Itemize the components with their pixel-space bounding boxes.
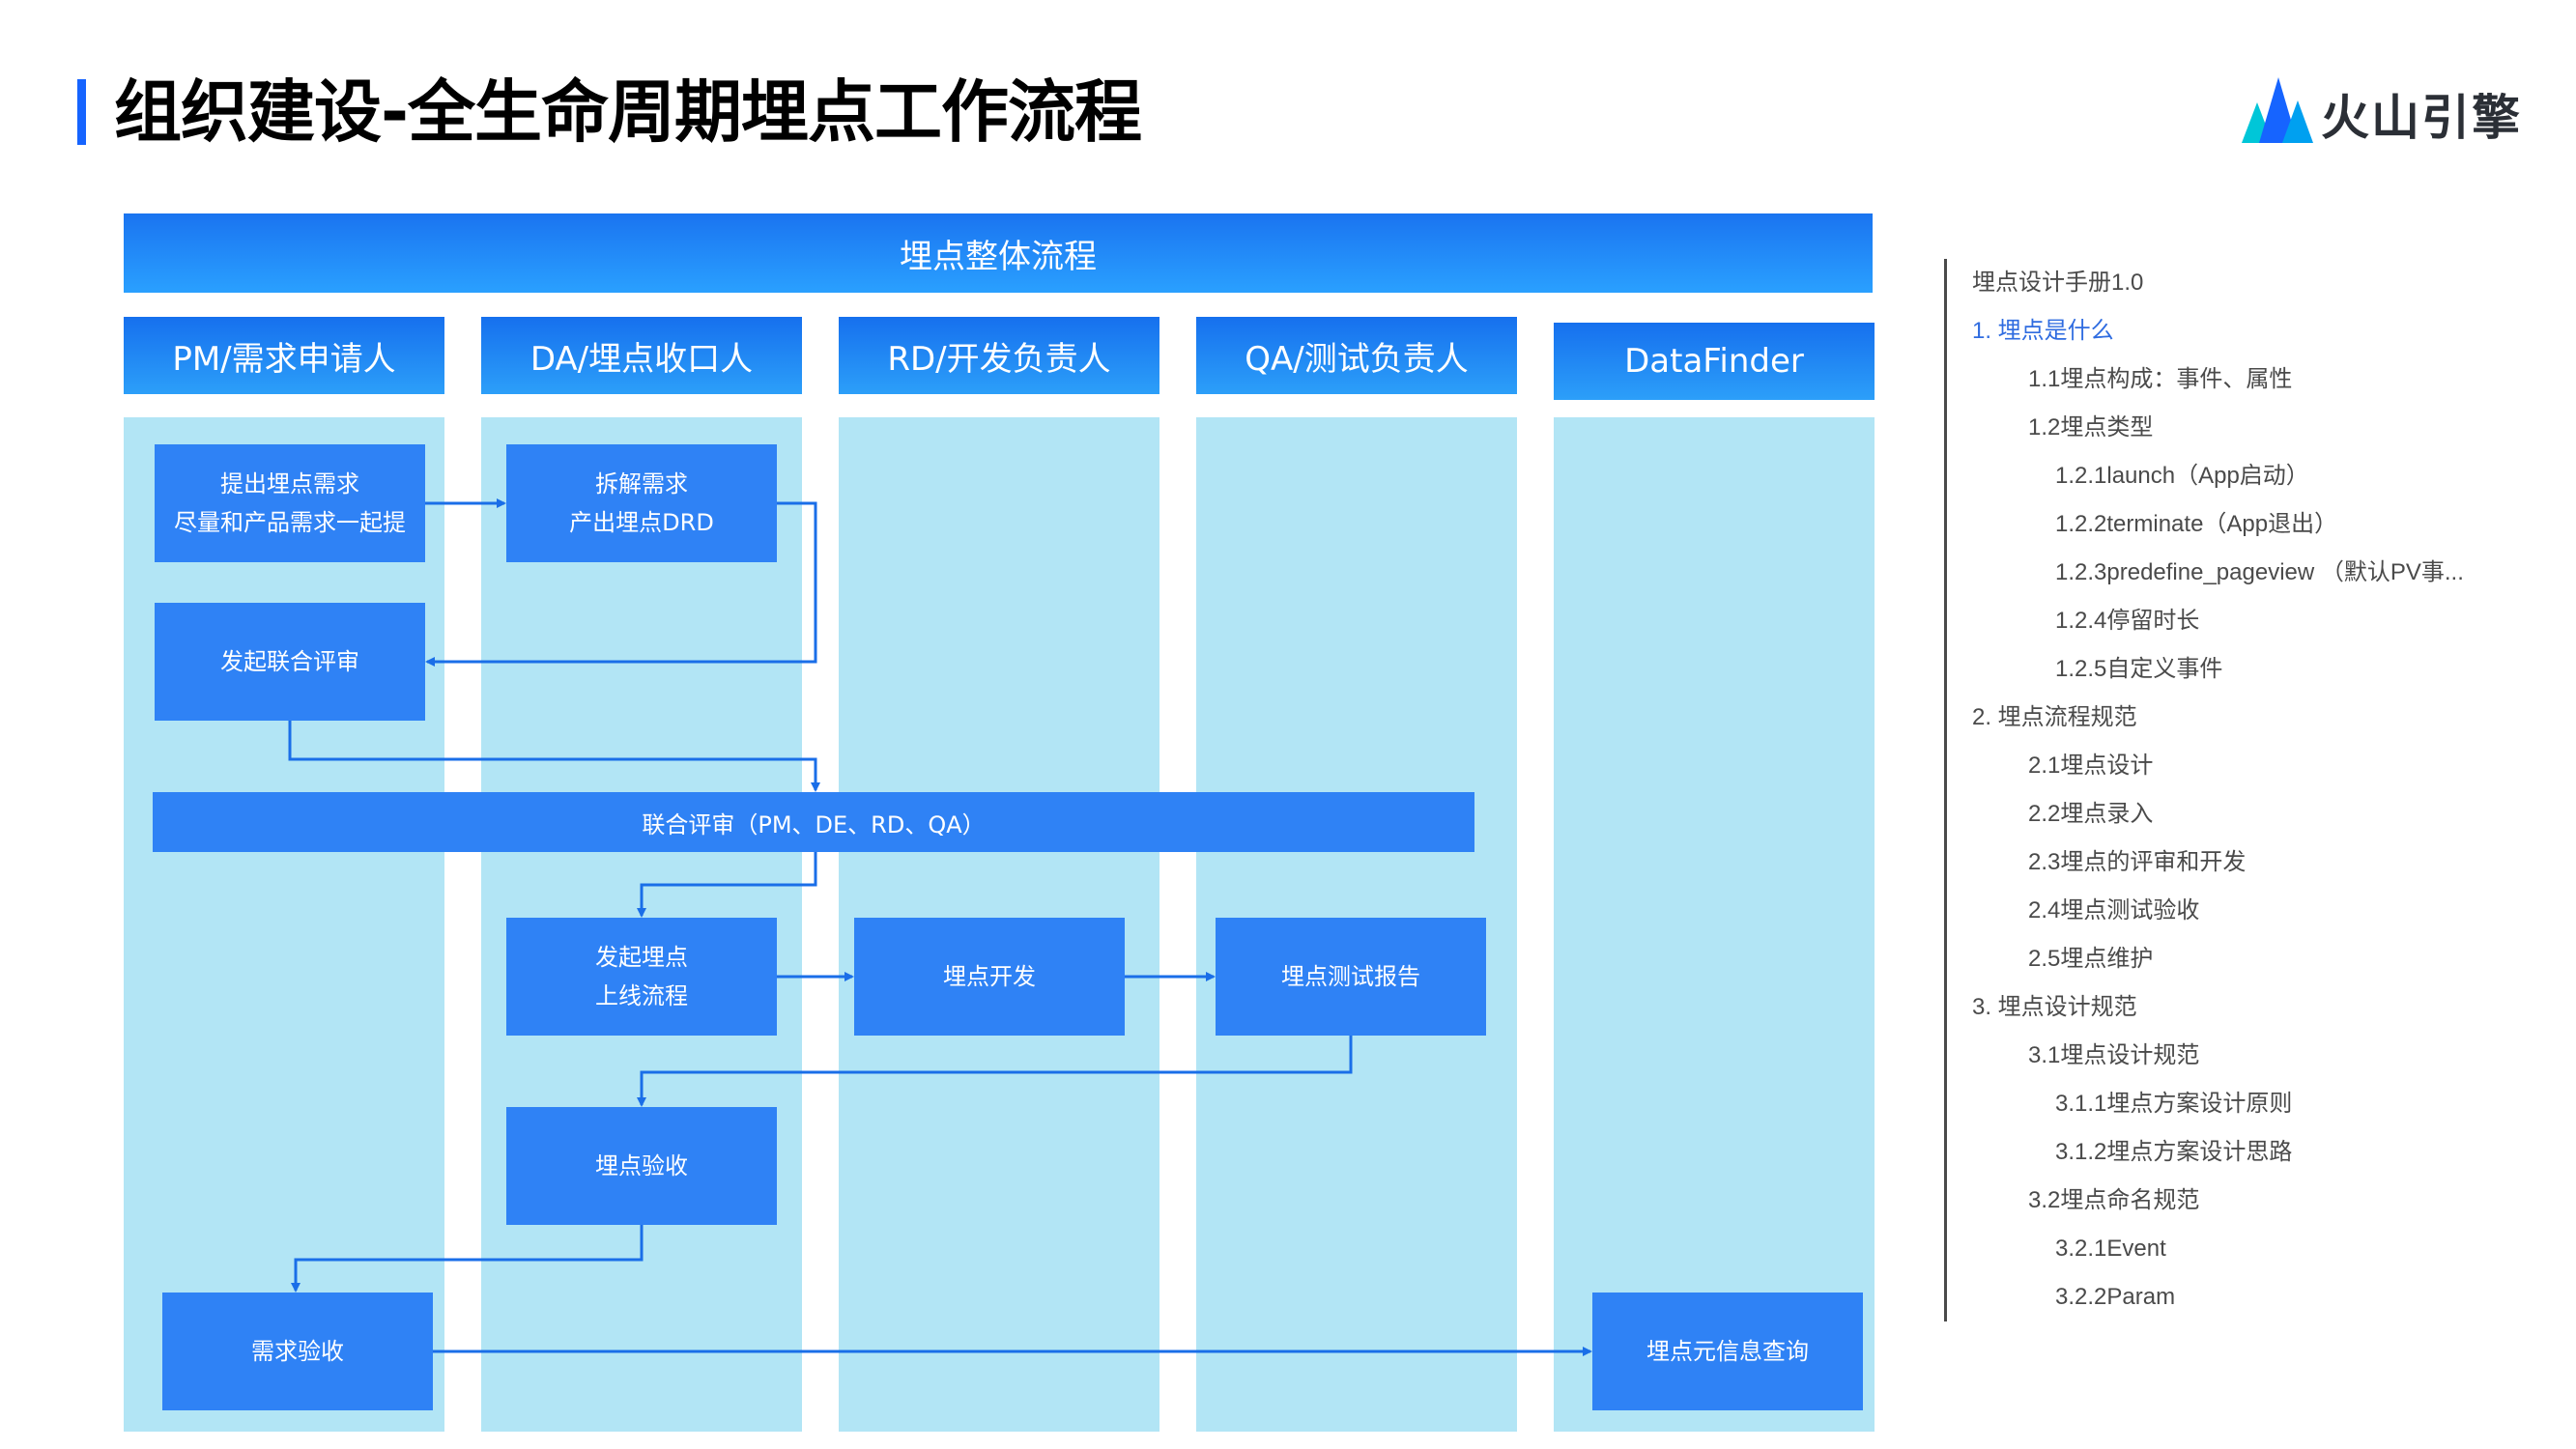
box-line: 发起埋点 (595, 944, 688, 971)
box-develop: 埋点开发 (854, 918, 1125, 1036)
toc-item[interactable]: 1.1埋点构成：事件、属性 (2028, 366, 2293, 392)
toc-item[interactable]: 1.2.2terminate（App退出） (2055, 511, 2338, 537)
lane-header-rd: RD/开发负责人 (839, 317, 1159, 394)
toc-item[interactable]: 1.2.5自定义事件 (2055, 656, 2223, 682)
diagram-band-title: 埋点整体流程 (124, 213, 1873, 293)
toc-item[interactable]: 1.2埋点类型 (2028, 414, 2154, 440)
box-line: 产出埋点DRD (569, 509, 714, 536)
lane-body-datafinder (1554, 417, 1875, 1432)
arrow-joint-to-launch (637, 852, 817, 918)
toc-item[interactable]: 3.1埋点设计规范 (2028, 1042, 2200, 1068)
box-line: 需求验收 (251, 1338, 344, 1365)
arrow-accept-to-req (291, 1225, 644, 1293)
toc-item[interactable]: 1.2.3predefine_pageview （默认PV事... (2055, 559, 2464, 585)
brand-logo: 火山引擎 (2240, 66, 2530, 162)
box-line: 发起联合评审 (220, 648, 359, 675)
box-acceptance: 埋点验收 (506, 1107, 777, 1225)
toc-item[interactable]: 3.2埋点命名规范 (2028, 1187, 2200, 1213)
box-requirement-acceptance: 需求验收 (162, 1293, 433, 1410)
box-line: 提出埋点需求 (220, 470, 359, 497)
volcano-logo-icon (2242, 77, 2313, 143)
toc-item[interactable]: 2.3埋点的评审和开发 (2028, 849, 2247, 875)
box-meta-query: 埋点元信息查询 (1592, 1293, 1863, 1410)
toc-item[interactable]: 3. 埋点设计规范 (1972, 994, 2137, 1020)
toc-item[interactable]: 1.2.4停留时长 (2055, 608, 2200, 634)
arrow-review-to-joint (288, 721, 820, 792)
toc-item[interactable]: 3.2.2Param (2055, 1284, 2176, 1310)
box-line: 埋点测试报告 (1281, 963, 1420, 990)
toc-item[interactable]: 1.2.1launch（App启动） (2055, 463, 2309, 489)
box-joint-review: 联合评审（PM、DE、RD、QA） (153, 792, 1474, 852)
box-line: 埋点验收 (595, 1152, 688, 1179)
arrow-test-to-accept (637, 1036, 1353, 1107)
lane-body-pm (124, 417, 444, 1432)
box-line: 尽量和产品需求一起提 (174, 509, 406, 536)
box-line: 上线流程 (595, 982, 688, 1009)
arrow-split-to-review (425, 501, 817, 667)
box-test-report: 埋点测试报告 (1216, 918, 1486, 1036)
box-initiate-review: 发起联合评审 (155, 603, 425, 721)
toc-item[interactable]: 埋点设计手册1.0 (1972, 270, 2144, 296)
toc-item[interactable]: 2.5埋点维护 (2028, 946, 2154, 972)
box-launch-process: 发起埋点 上线流程 (506, 918, 777, 1036)
toc-item[interactable]: 3.2.1Event (2055, 1236, 2166, 1262)
box-line: 埋点开发 (943, 963, 1036, 990)
lane-header-datafinder: DataFinder (1554, 323, 1875, 400)
lane-header-qa: QA/测试负责人 (1196, 317, 1517, 394)
toc-item[interactable]: 3.1.1埋点方案设计原则 (2055, 1091, 2293, 1117)
lane-header-da: DA/埋点收口人 (481, 317, 802, 394)
box-line: 埋点元信息查询 (1646, 1338, 1809, 1365)
title-accent-bar (77, 79, 86, 145)
box-line: 拆解需求 (595, 470, 688, 497)
lane-header-pm: PM/需求申请人 (124, 317, 444, 394)
toc-panel: 埋点设计手册1.0 1. 埋点是什么 1.1埋点构成：事件、属性 1.2埋点类型… (1944, 259, 2466, 1321)
toc-item-active[interactable]: 1. 埋点是什么 (1972, 318, 2114, 344)
toc-item[interactable]: 2.2埋点录入 (2028, 801, 2154, 827)
toc-item[interactable]: 3.1.2埋点方案设计思路 (2055, 1139, 2293, 1165)
box-propose-requirement: 提出埋点需求 尽量和产品需求一起提 (155, 444, 425, 562)
page-title: 组织建设-全生命周期埋点工作流程 (114, 72, 1142, 152)
brand-name: 火山引擎 (2321, 90, 2522, 146)
box-split-requirement: 拆解需求 产出埋点DRD (506, 444, 777, 562)
toc-item[interactable]: 2. 埋点流程规范 (1972, 704, 2137, 730)
toc-item[interactable]: 2.1埋点设计 (2028, 753, 2154, 779)
toc-item[interactable]: 2.4埋点测试验收 (2028, 897, 2200, 923)
